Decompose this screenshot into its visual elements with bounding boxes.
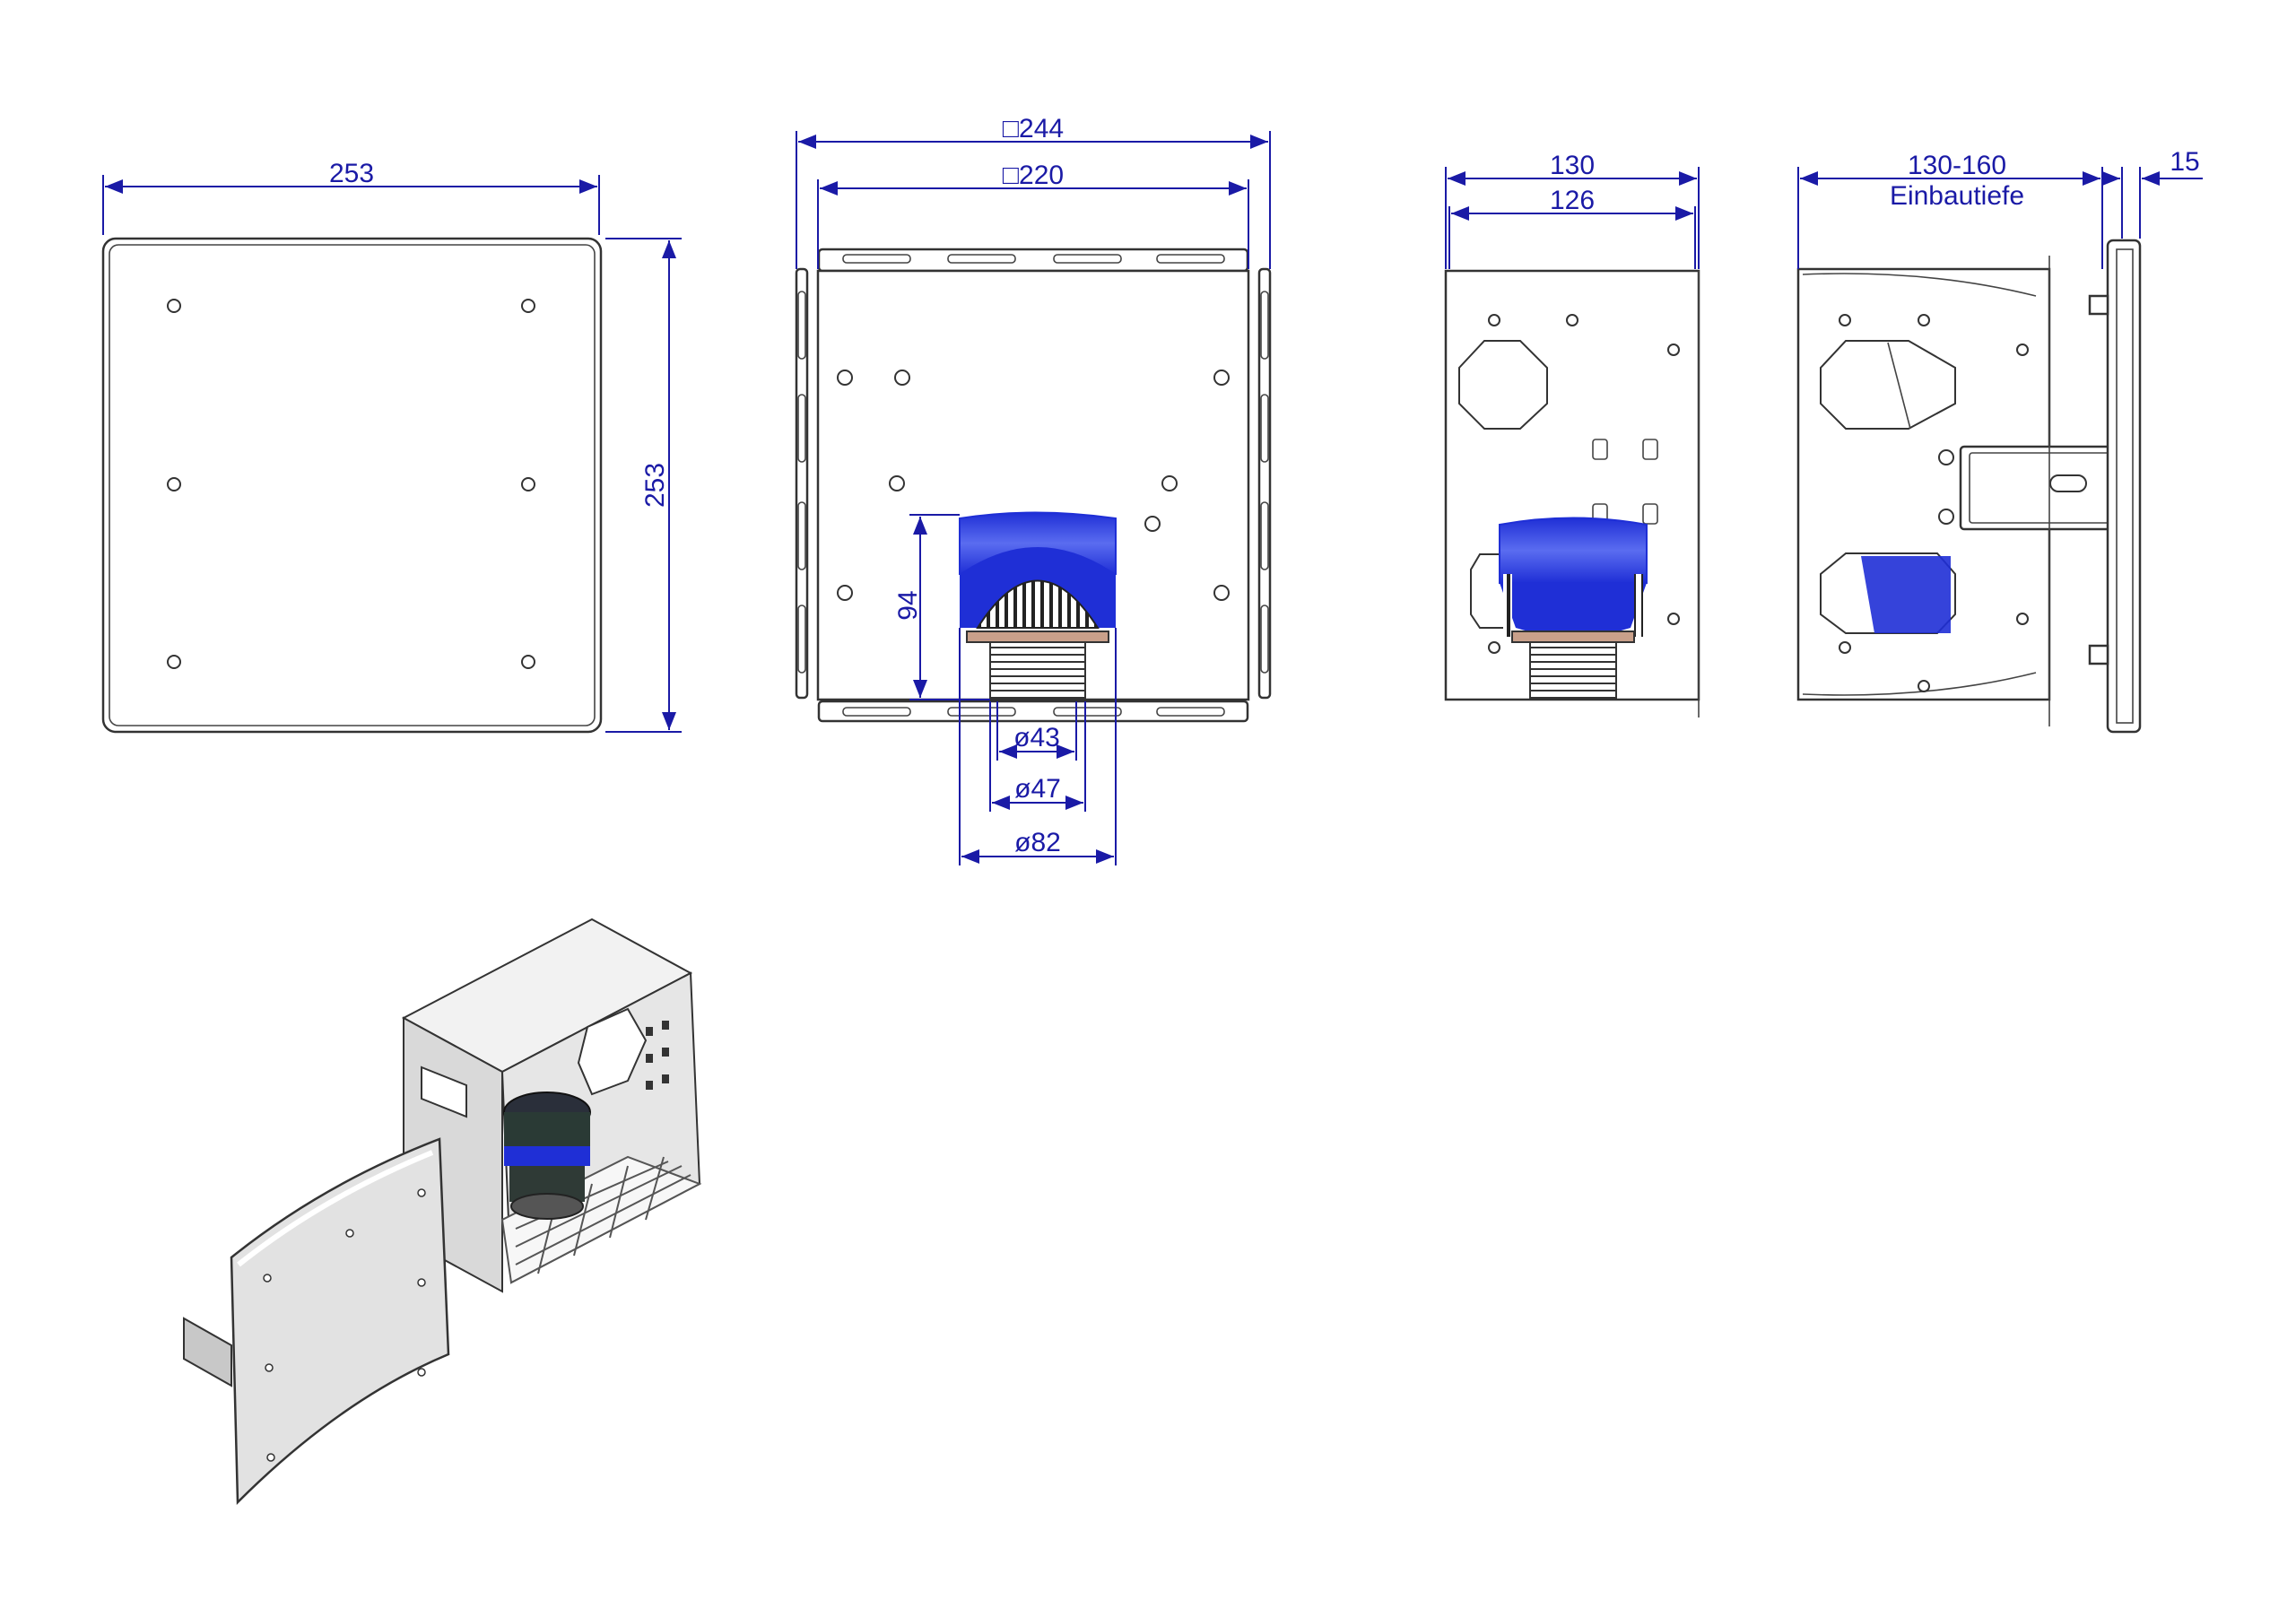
front-plate-height-label: 253 bbox=[640, 463, 670, 508]
diameter-43-label: ø43 bbox=[1013, 723, 1060, 752]
side-inner-depth-label: 126 bbox=[1550, 186, 1595, 215]
diameter-47-label: ø47 bbox=[1014, 774, 1061, 804]
front-plate-width-label: 253 bbox=[329, 159, 374, 188]
drain-height-label: 94 bbox=[893, 590, 923, 620]
box-side-view: 130 126 bbox=[1444, 151, 1700, 718]
installed-side-view: 130-160 Einbautiefe 15 bbox=[1796, 147, 2203, 734]
side-drain bbox=[1499, 517, 1648, 700]
box-outer-square-label: □244 bbox=[1003, 114, 1064, 144]
iso-drain bbox=[503, 1092, 591, 1220]
front-plate-view: 253 253 bbox=[101, 159, 682, 734]
diameter-82-label: ø82 bbox=[1014, 828, 1061, 857]
side-plate bbox=[2106, 239, 2142, 734]
front-plate bbox=[101, 237, 603, 734]
plate-screw-holes bbox=[167, 299, 535, 669]
installation-depth-label: Einbautiefe bbox=[1890, 181, 2024, 211]
side-outer-depth-label: 130 bbox=[1550, 151, 1595, 180]
mounting-bracket bbox=[1959, 445, 2113, 531]
plate-thickness-label: 15 bbox=[2170, 147, 2199, 177]
iso-front-plate bbox=[230, 1137, 450, 1505]
isometric-view bbox=[183, 918, 702, 1505]
installation-depth-range-label: 130-160 bbox=[1908, 151, 2006, 180]
box-front-view: □244 □220 94 ø43 ø47 ø82 bbox=[795, 114, 1272, 865]
box-holes bbox=[837, 370, 1230, 601]
drain-assembly bbox=[959, 511, 1117, 700]
box-inner-square-label: □220 bbox=[1003, 161, 1064, 190]
